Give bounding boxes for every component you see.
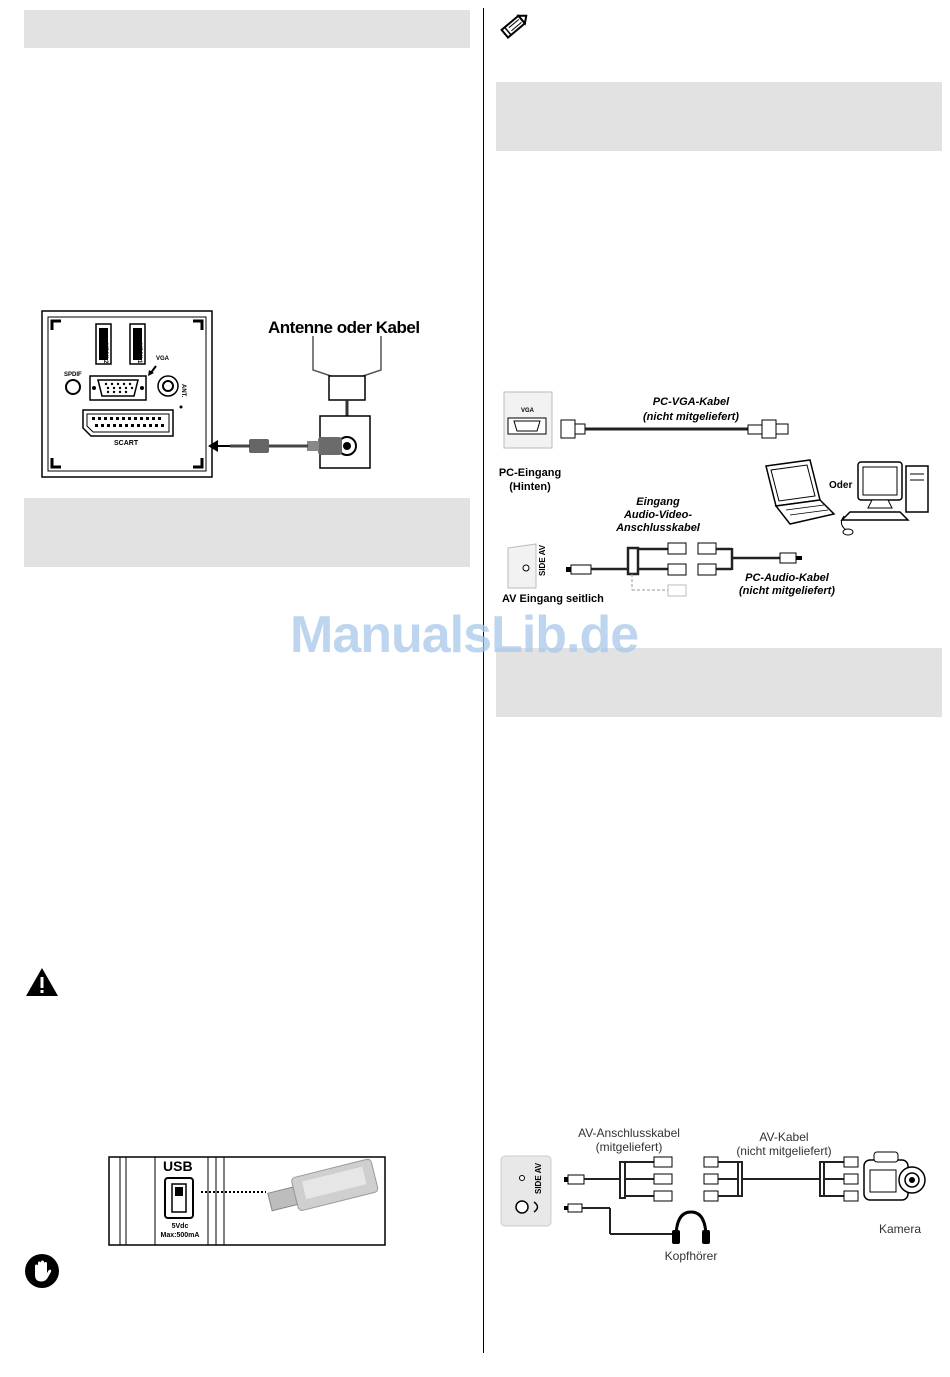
usb-power-label: 5Vdc Max:500mA — [152, 1222, 208, 1240]
usb-label: USB — [163, 1158, 193, 1174]
audio-cable-label: PC-Audio-Kabel (nicht mitgeliefert) — [722, 572, 852, 598]
pc-input-label: PC-Eingang (Hinten) — [498, 466, 562, 494]
section-header-bar — [24, 498, 470, 567]
av-cable-label: AV-Kabel (nicht mitgeliefert) — [722, 1130, 846, 1158]
column-divider — [483, 8, 484, 1353]
av-cable-label: Eingang Audio-Video- Anschlusskabel — [602, 496, 714, 535]
av-connect-cable-label: AV-Anschlusskabel (mitgeliefert) — [564, 1126, 694, 1154]
av-connection-diagram: SIDE AV AV-Anschlusskabel (mitgeliefert)… — [498, 1122, 942, 1268]
av-diagram-graphics — [500, 1151, 926, 1244]
usb-power-line2: Max:500mA — [160, 1232, 200, 1239]
audio-cable-line2: (nicht mitgeliefert) — [739, 585, 835, 597]
hdmi1-label: HDMI 1 — [136, 343, 142, 364]
av-cable-line3: Anschlusskabel — [616, 522, 700, 534]
antenna-connection-diagram: Antenne oder Kabel HDMI 2 HDMI 1 VGA SPD… — [38, 308, 458, 480]
pc-connection-diagram: VGA PC-VGA-Kabel (nicht mitgeliefert) PC… — [498, 388, 942, 610]
watermark: ManualsLib.de — [290, 606, 639, 664]
usb-power-line1: 5Vdc — [171, 1223, 189, 1230]
section-header-bar — [24, 10, 470, 48]
hdmi2-label: HDMI 2 — [102, 343, 108, 364]
pencil-note-icon — [500, 14, 528, 39]
av-cable-line2: Audio-Video- — [623, 509, 693, 521]
vga-cable-line2: (nicht mitgeliefert) — [643, 411, 739, 423]
spdif-label: SPDIF — [64, 372, 82, 378]
av-connect-line2: (mitgeliefert) — [595, 1140, 663, 1154]
antenna-diagram-graphics — [41, 310, 382, 478]
antenna-title: Antenne oder Kabel — [268, 318, 420, 337]
pc-input-line2: (Hinten) — [509, 481, 551, 493]
pc-diagram-graphics — [503, 391, 929, 597]
scart-label: SCART — [114, 440, 139, 447]
vga-port-label: VGA — [521, 408, 535, 414]
warning-icon — [26, 968, 58, 996]
av-side-input-label: AV Eingang seitlich — [502, 593, 604, 605]
av-cable-line1: Eingang — [636, 496, 680, 508]
camera-label: Kamera — [878, 1222, 922, 1236]
side-av-label: SIDE AV — [538, 544, 547, 576]
audio-cable-line1: PC-Audio-Kabel — [745, 572, 829, 584]
section-header-bar — [496, 648, 942, 717]
stop-hand-icon — [25, 1254, 59, 1288]
av-cable-line1: AV-Kabel — [759, 1130, 809, 1144]
vga-label: VGA — [156, 356, 170, 362]
or-label: Oder — [829, 480, 853, 491]
headphones-label: Kopfhörer — [664, 1249, 718, 1263]
av-side-av-label: SIDE AV — [534, 1162, 543, 1194]
av-cable-line2: (nicht mitgeliefert) — [736, 1144, 832, 1158]
usb-diagram-graphics — [108, 1156, 386, 1246]
pc-input-line1: PC-Eingang — [498, 467, 562, 479]
ant-label: ANT. — [180, 384, 186, 398]
vga-cable-label: PC-VGA-Kabel (nicht mitgeliefert) — [626, 395, 756, 425]
vga-cable-line1: PC-VGA-Kabel — [652, 396, 730, 408]
section-header-bar — [496, 82, 942, 151]
av-connect-line1: AV-Anschlusskabel — [578, 1126, 680, 1140]
usb-connection-diagram: USB 5Vdc Max:500mA — [108, 1156, 386, 1246]
